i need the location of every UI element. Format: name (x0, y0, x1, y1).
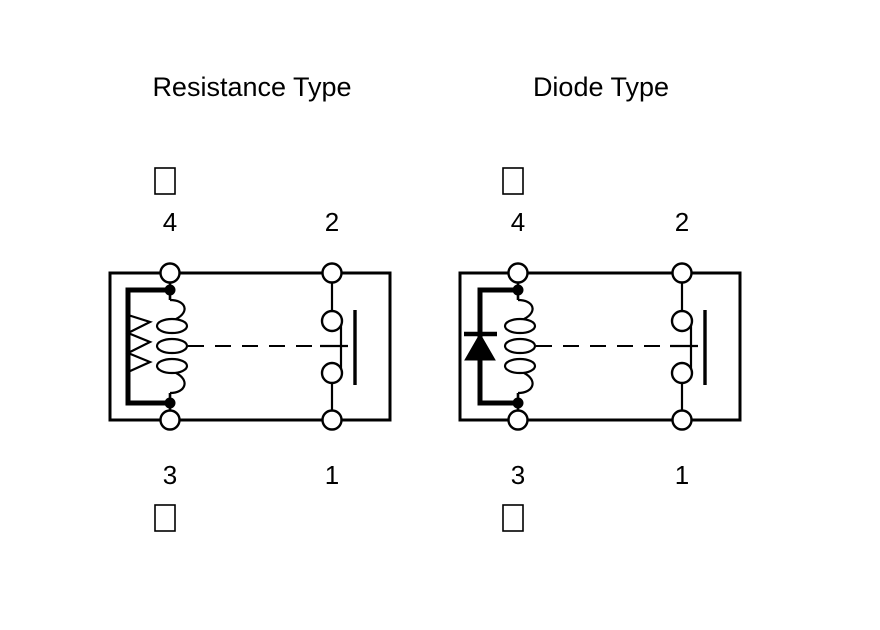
terminal-4-right[interactable] (507, 262, 529, 284)
terminal-label-1-right: 1 (675, 460, 689, 490)
terminal-label-2-left: 2 (325, 207, 339, 237)
terminal-2-left[interactable] (321, 262, 343, 284)
junction-dot-bottom-right (512, 397, 524, 409)
terminal-4-left[interactable] (159, 262, 181, 284)
resistor-bypass-bracket (125, 287, 170, 406)
terminal-3-left[interactable] (159, 409, 181, 431)
diagram-resistance-type: Resistance Type 4 2 3 1 (108, 72, 392, 532)
terminal-label-1-left: 1 (325, 460, 339, 490)
title-diode-type: Diode Type (533, 72, 669, 102)
diode-symbol-right (464, 331, 497, 361)
resistor-symbol-left (125, 313, 153, 374)
contact-point-upper-left[interactable] (320, 309, 344, 333)
terminal-2-right[interactable] (671, 262, 693, 284)
tofu-glyph-top-right (502, 167, 524, 195)
tofu-glyph-bottom-right (502, 504, 524, 532)
coil-symbol-right (503, 298, 537, 395)
terminal-label-3-left: 3 (163, 460, 177, 490)
coil-symbol-left (155, 298, 189, 395)
contact-point-lower-left[interactable] (320, 361, 344, 385)
terminal-label-3-right: 3 (511, 460, 525, 490)
title-resistance-type: Resistance Type (152, 72, 351, 102)
terminal-1-left[interactable] (321, 409, 343, 431)
terminal-label-4-right: 4 (511, 207, 525, 237)
diode-anode-triangle (464, 332, 496, 361)
tofu-glyph-top-left (154, 167, 176, 195)
terminal-label-2-right: 2 (675, 207, 689, 237)
contact-point-lower-right[interactable] (670, 361, 694, 385)
terminal-label-4-left: 4 (163, 207, 177, 237)
contact-point-upper-right[interactable] (670, 309, 694, 333)
terminal-1-right[interactable] (671, 409, 693, 431)
junction-dot-bottom-left (164, 397, 176, 409)
tofu-glyph-bottom-left (154, 504, 176, 532)
diagram-diode-type: Diode Type 4 2 3 1 (458, 72, 742, 532)
terminal-3-right[interactable] (507, 409, 529, 431)
junction-dot-top-right (512, 284, 524, 296)
junction-dot-top-left (164, 284, 176, 296)
